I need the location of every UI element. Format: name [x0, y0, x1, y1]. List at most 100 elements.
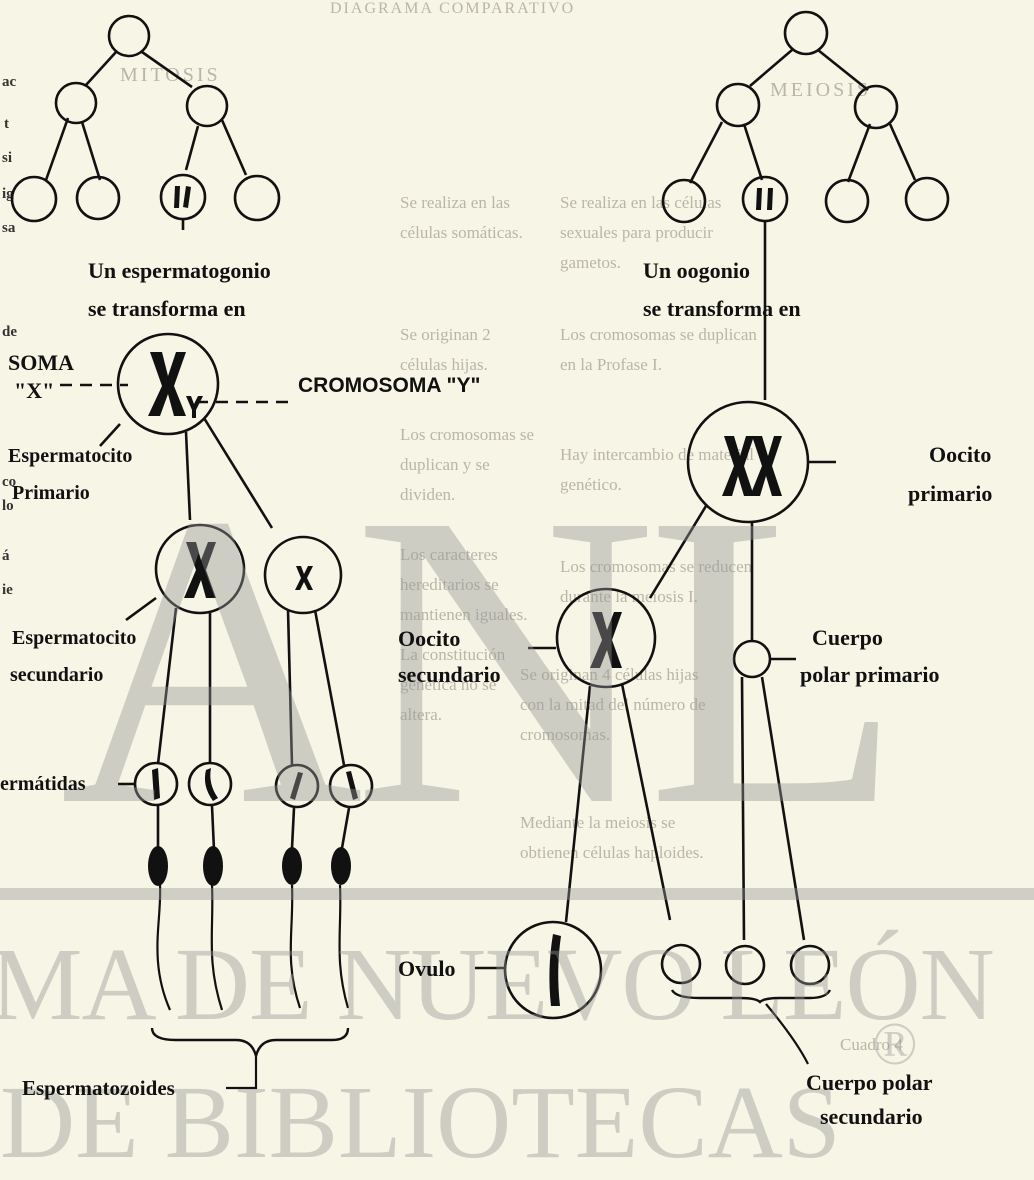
x-chromosome-glyph [722, 436, 754, 496]
secondary-spermatocyte-cell [154, 523, 246, 615]
chromatid-glyph [204, 768, 218, 801]
ancestor-cell [661, 178, 707, 224]
sperm-tail [289, 884, 302, 1009]
primary-spermatocyte-label: Primario [12, 482, 90, 504]
ancestor-cell [75, 175, 121, 221]
background-paragraph: Se originan 4 células hijas con la mitad… [520, 665, 706, 744]
edge-fragment: de [2, 324, 17, 340]
secondary-oocyte-cell [555, 587, 657, 689]
ovum-label: Ovulo [398, 956, 456, 981]
spermatid-cell [328, 763, 374, 809]
y-chromosome-glyph [186, 396, 203, 418]
sperm-neck [340, 807, 351, 849]
branch-line [184, 431, 192, 521]
background-paragraph: La constitución genética no se altera. [400, 645, 506, 724]
background-header: DIAGRAMA COMPARATIVO [330, 0, 576, 17]
spermatid-cell [274, 763, 320, 809]
watermark-line-1: MA DE NUEVO LEÓN [0, 927, 995, 1042]
background-meiosis-heading: MEIOSIS [770, 79, 872, 101]
primary-spermatocyte-cell [116, 332, 220, 436]
background-mitosis-heading: MITOSIS [120, 64, 221, 86]
chromosome-x-label: SOMA [8, 350, 74, 375]
edge-fragment: sa [2, 220, 16, 236]
registered-mark: ® [872, 1011, 918, 1077]
sperm-head [331, 847, 351, 885]
spermatogonium-lineage-tree [10, 14, 281, 223]
background-paragraph: Los cromosomas se duplican y se dividen. [400, 425, 535, 504]
x-chromosome-glyph [750, 436, 782, 496]
gametogenesis-diagram [10, 10, 950, 1090]
second-polar-body-cell [660, 943, 702, 985]
watermark-band [0, 888, 1034, 900]
chromosome-x-label: "X" [14, 378, 55, 403]
edge-fragment: ac [2, 74, 17, 90]
sperm-neck [290, 807, 296, 849]
primary-oocyte-label: primario [908, 481, 993, 506]
y-chromosome-glyph [295, 566, 313, 590]
ancestor-cell [824, 178, 870, 224]
x-chromosome-glyph [184, 542, 216, 598]
ancestor-cell [853, 84, 899, 130]
secondary-spermatocyte-label: Espermatocito [12, 627, 137, 649]
chromosome-y-label: CROMOSOMA "Y" [298, 374, 481, 397]
second-polar-body-label: secundario [820, 1104, 923, 1129]
sperm-head [203, 846, 223, 886]
ovum-cell [503, 920, 603, 1020]
edge-fragment: si [2, 150, 13, 166]
secondary-spermatocyte-pointer [125, 596, 157, 622]
branch-line [740, 676, 746, 941]
branch-line [156, 607, 178, 765]
ancestor-cell [904, 176, 950, 222]
spermatogonium-label: se transforma en [88, 296, 246, 321]
secondary-spermatocyte-label: secundario [10, 664, 104, 686]
ancestor-cell [715, 82, 761, 128]
ancestor-cell [783, 10, 829, 56]
background-paragraph: Los caracteres hereditarios se mantienen… [400, 545, 528, 624]
branch-line [648, 505, 708, 599]
primary-oocyte-label: Oocito [929, 442, 992, 467]
second-polar-body-cell [724, 944, 766, 986]
ancestor-cell [233, 174, 281, 222]
branch-line [564, 685, 592, 923]
primary-spermatocyte-label: Espermatocito [8, 445, 133, 467]
watermark-layer: ANL MA DE NUEVO LEÓN DE BIBLIOTECAS ® [0, 427, 1034, 1178]
background-caption: Cuadro 4 [840, 1035, 903, 1054]
secondary-oocyte-label: Oocito [398, 626, 461, 651]
edge-fragment: ig [2, 186, 14, 202]
label-layer: Un espermatogonio se transforma en SOMA … [0, 258, 993, 1129]
spermatid-cell [133, 761, 179, 807]
secondary-oocyte-label: secundario [398, 662, 501, 687]
branch-line [286, 609, 294, 766]
sperm-tail [156, 884, 172, 1011]
sperm-tail [210, 884, 224, 1011]
sperm-neck [210, 805, 216, 851]
background-paragraph: Se realiza en las células somáticas. [400, 193, 523, 242]
edge-fragment: á [2, 548, 10, 564]
spermatozoa-pointer [226, 1056, 258, 1090]
first-polar-body-label: polar primario [800, 662, 940, 687]
edge-fragment: ie [2, 582, 13, 598]
x-chromosome-glyph [590, 612, 622, 668]
chromatid-glyph [549, 934, 561, 1006]
chromatid-glyph [152, 768, 160, 800]
ancestor-cell [10, 175, 58, 223]
second-polar-body-cell [789, 944, 831, 986]
first-polar-body-label: Cuerpo [812, 625, 883, 650]
edge-fragment: co [2, 474, 17, 490]
oogonium-label: se transforma en [643, 296, 801, 321]
second-polar-body-brace [670, 989, 832, 1004]
chromatid-glyph [346, 771, 358, 800]
sperm-head [282, 847, 302, 885]
x-chromosome-glyph [148, 352, 186, 416]
spermatid-cell [187, 761, 233, 807]
spermatozoa-label: Espermatozoides [22, 1076, 175, 1100]
watermark-letters: ANL [60, 427, 903, 892]
spermatids-label: ermátidas [0, 773, 86, 795]
background-paragraph: Los cromosomas se reducen durante la mei… [560, 557, 753, 606]
ancestor-cell [185, 84, 229, 128]
secondary-spermatocyte-cell [263, 535, 343, 615]
sperm-head [148, 846, 168, 886]
second-polar-body-pointer [765, 1003, 809, 1065]
sperm-tail [338, 884, 350, 1009]
chromatid-glyph [290, 772, 303, 800]
